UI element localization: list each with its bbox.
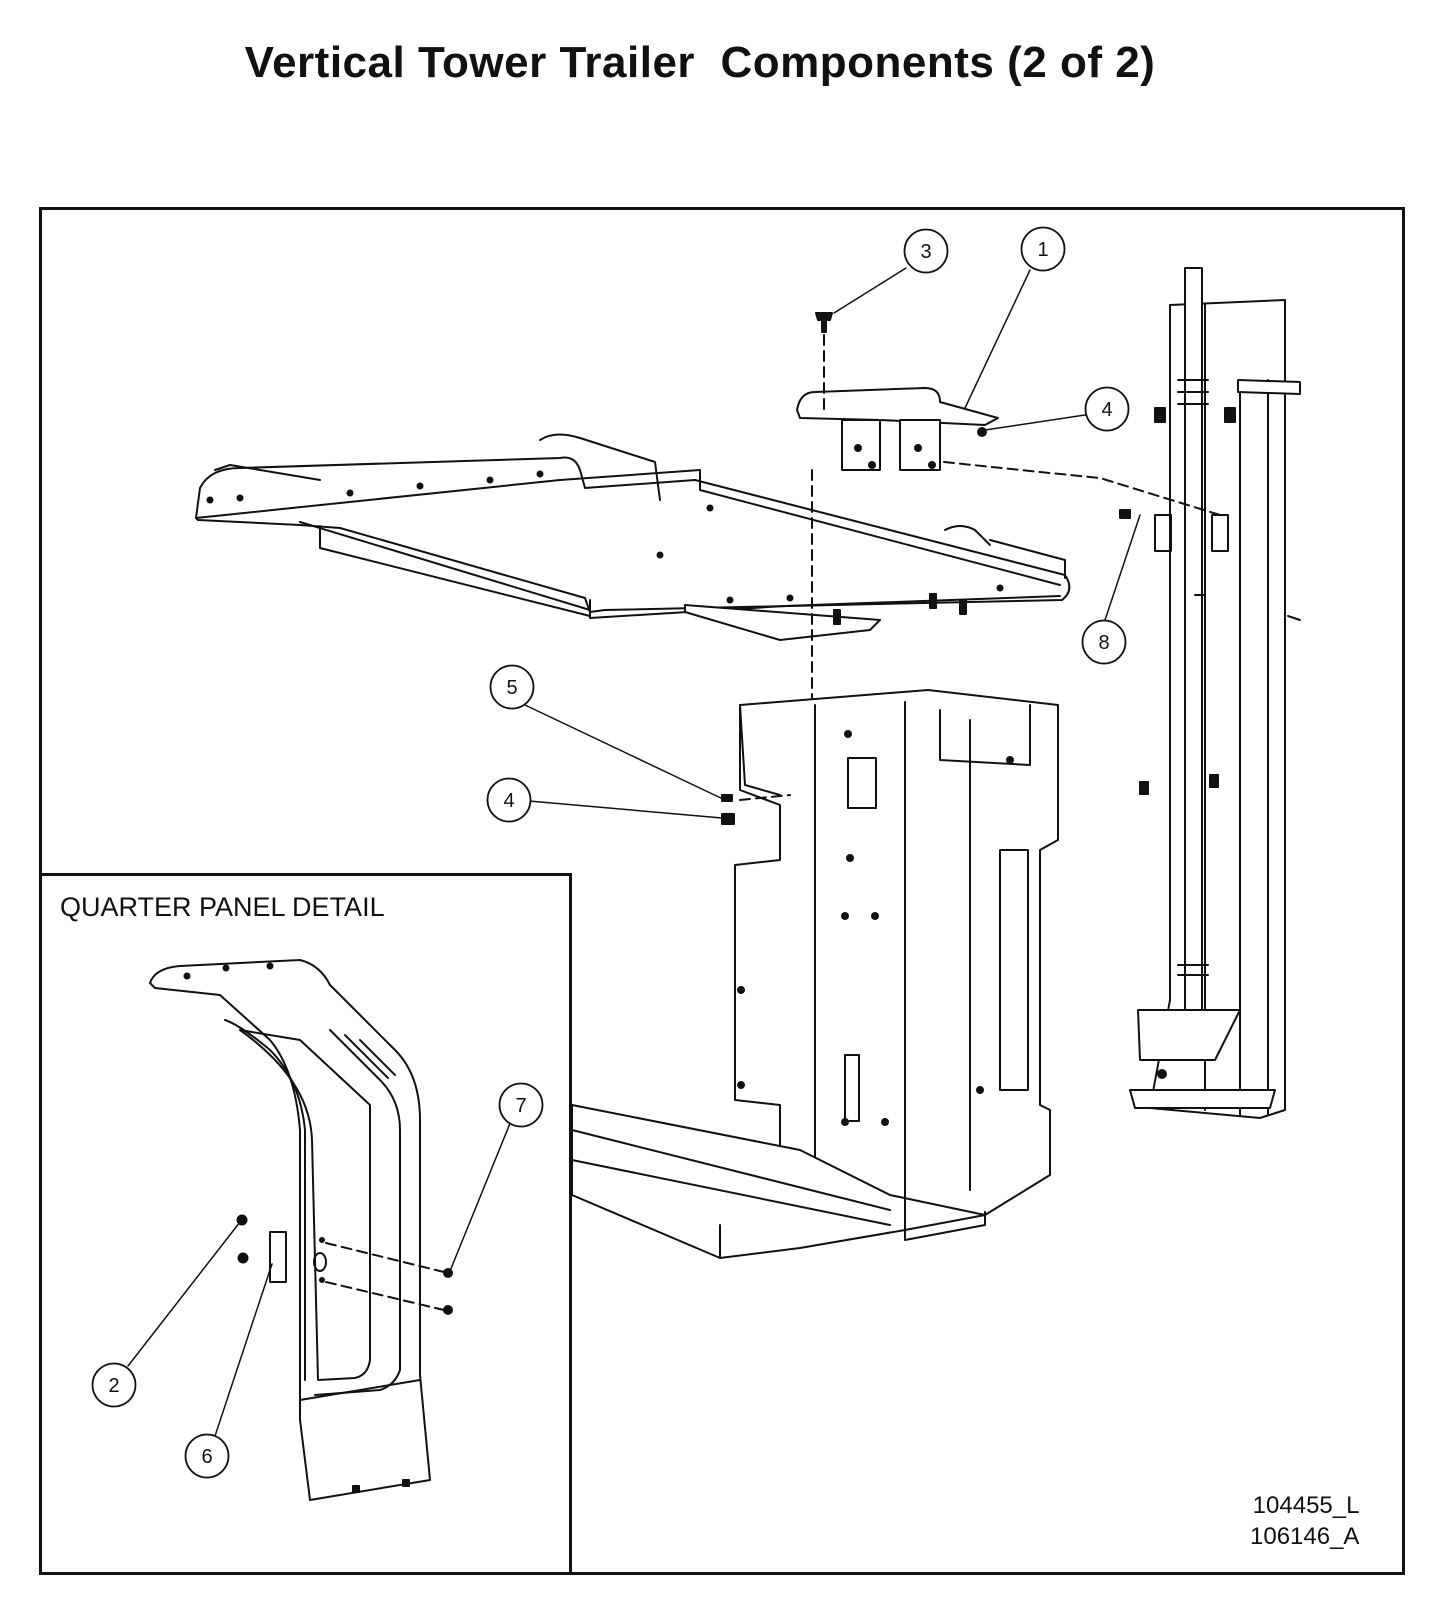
- central-box: [734, 689, 1059, 1221]
- callout-1: 1: [1020, 226, 1066, 272]
- callout-5: 5: [489, 664, 535, 710]
- callout-4-mid-label: 4: [503, 790, 514, 812]
- page-title: Vertical Tower Trailer Components (2 of …: [244, 38, 1156, 87]
- callout-1-label: 1: [1037, 239, 1048, 261]
- callout-7-label: 7: [515, 1095, 526, 1117]
- callout-4-top: 4: [1084, 386, 1130, 432]
- bolt-3: [811, 312, 833, 701]
- callout-7: 7: [498, 1082, 544, 1128]
- callout-3-label: 3: [920, 241, 931, 263]
- callouts: [127, 267, 1141, 1437]
- callout-3: 3: [903, 228, 949, 274]
- drawing-number-1: 104455_L: [1252, 1492, 1360, 1519]
- callout-4-top-label: 4: [1101, 399, 1112, 421]
- callout-5-label: 5: [506, 677, 517, 699]
- callout-6-label: 6: [201, 1446, 212, 1468]
- bracket-assembly: [796, 387, 999, 471]
- vertical-mast: [1119, 267, 1301, 1119]
- drawing-numbers: 104455_L 106146_A: [1250, 1490, 1359, 1552]
- callout-2-label: 2: [108, 1375, 119, 1397]
- nut-4: [721, 813, 735, 825]
- quarter-panel: [149, 959, 453, 1501]
- upper-tray: [195, 433, 1071, 641]
- callout-8-label: 8: [1098, 632, 1109, 654]
- inset-label: QUARTER PANEL DETAIL: [60, 892, 385, 922]
- callout-2: 2: [91, 1362, 137, 1408]
- callout-6: 6: [184, 1433, 230, 1479]
- callout-4-mid: 4: [486, 777, 532, 823]
- alignment-lines: [739, 461, 1221, 801]
- drawing-number-2: 106146_A: [1250, 1523, 1360, 1550]
- callout-8: 8: [1081, 619, 1127, 665]
- quarter-panel-detail-box: [39, 873, 572, 1575]
- lower-rail: [571, 1104, 986, 1259]
